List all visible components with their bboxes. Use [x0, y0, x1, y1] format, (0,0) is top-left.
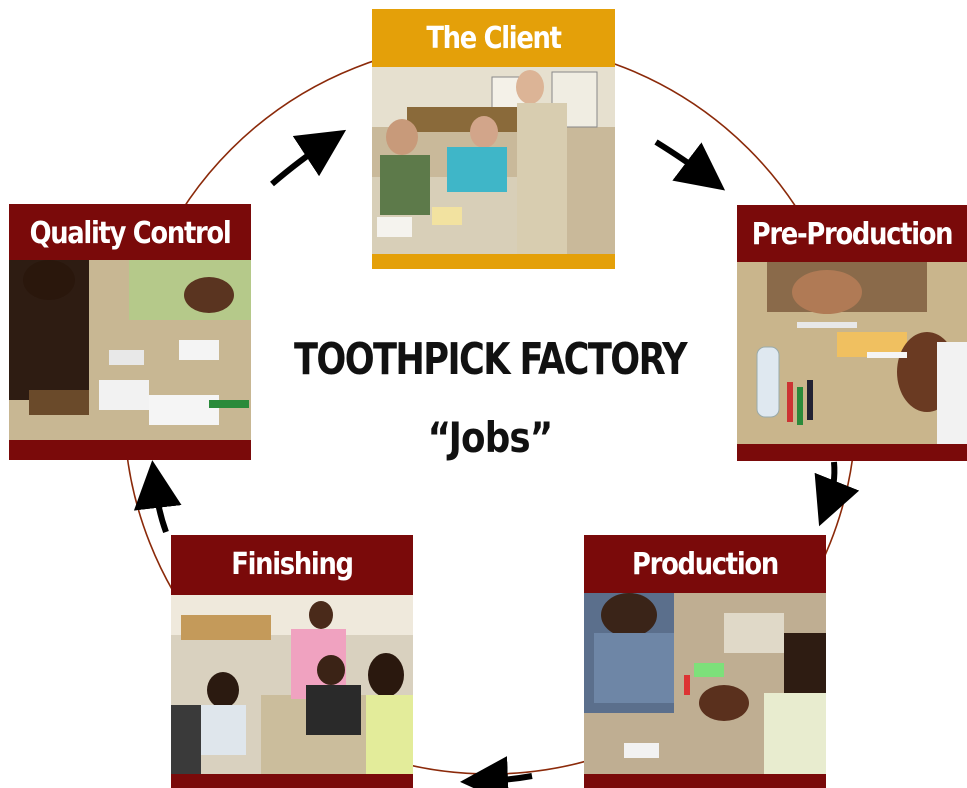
diagram-subtitle: “Jobs”	[427, 413, 554, 462]
stage-card-client: The Client	[372, 9, 615, 269]
diagram-title: TOOTHPICK FACTORY	[293, 334, 688, 385]
stage-photo-production	[584, 593, 826, 774]
stage-title-client: The Client	[426, 20, 562, 56]
stage-card-finishing: Finishing	[171, 535, 413, 788]
stage-photo-quality-control	[9, 260, 251, 440]
stage-title-pre-production: Pre-Production	[751, 216, 954, 252]
stage-card-quality-control: Quality Control	[9, 204, 251, 460]
stage-card-pre-production: Pre-Production	[737, 205, 967, 461]
arrow-production-to-finishing	[460, 756, 533, 788]
stage-title-quality-control: Quality Control	[29, 215, 232, 251]
stage-card-production: Production	[584, 535, 826, 788]
stage-title-production: Production	[632, 546, 779, 582]
arrow-finishing-to-qc	[133, 460, 182, 534]
stage-photo-client	[372, 67, 615, 254]
stage-photo-pre-production	[737, 262, 967, 444]
arrow-preproduction-to-production	[814, 461, 860, 527]
arrow-qc-to-client	[270, 129, 347, 187]
stage-title-finishing: Finishing	[231, 546, 354, 582]
stage-photo-finishing	[171, 595, 413, 774]
arrow-client-to-preproduction	[654, 139, 726, 191]
